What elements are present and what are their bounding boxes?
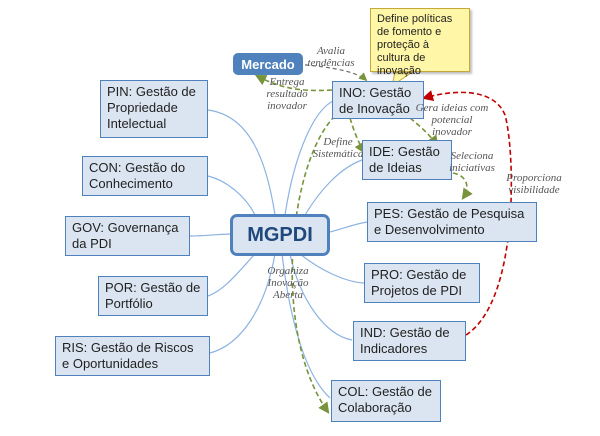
node-ino[interactable]: INO: Gestão de Inovação (332, 81, 424, 119)
arrow-organiza (291, 115, 336, 414)
branch-pes (329, 221, 368, 233)
node-ind[interactable]: IND: Gestão de Indicadores (353, 321, 466, 361)
branch-ris (209, 253, 276, 354)
policy-callout: Define políticas de fomento e proteção à… (370, 8, 470, 77)
market-label: Mercado (241, 56, 295, 72)
node-ris-label: RIS: Gestão de Riscos e Oportunidades (62, 340, 194, 371)
branch-ide (304, 159, 363, 216)
market-node[interactable]: Mercado (233, 53, 303, 75)
node-por[interactable]: POR: Gestão de Portfólio (98, 276, 208, 316)
node-ris[interactable]: RIS: Gestão de Riscos e Oportunidades (55, 336, 210, 376)
node-ide-label: IDE: Gestão de Ideias (369, 144, 440, 175)
relation-gera: Gera ideias com potencial inovador (415, 102, 489, 138)
node-gov-label: GOV: Governança da PDI (72, 220, 179, 251)
branch-ino (284, 100, 334, 216)
relation-seleciona: Seleciona iniciativas (449, 150, 495, 174)
node-col[interactable]: COL: Gestão de Colaboração (331, 380, 441, 422)
branch-pin (207, 109, 276, 216)
node-ide[interactable]: IDE: Gestão de Ideias (362, 140, 452, 180)
node-pro[interactable]: PRO: Gestão de Projetos de PDI (364, 263, 480, 303)
relation-define: Define Sistemática (312, 136, 364, 160)
relation-avalia: Avalia tendências (307, 45, 355, 69)
node-con[interactable]: CON: Gestão do Conhecimento (82, 156, 208, 196)
relation-entrega: Entrega resultado inovador (266, 76, 308, 112)
node-con-label: CON: Gestão do Conhecimento (89, 160, 186, 191)
node-ino-label: INO: Gestão de Inovação (339, 85, 412, 116)
branch-pro (299, 253, 365, 284)
arrow-entrega (255, 74, 333, 92)
branch-gov (189, 233, 233, 237)
node-col-label: COL: Gestão de Colaboração (338, 384, 432, 415)
node-por-label: POR: Gestão de Portfólio (105, 280, 201, 311)
node-pes[interactable]: PES: Gestão de Pesquisa e Desenvolviment… (367, 202, 537, 242)
relation-proporciona: Proporciona visibilidade (506, 172, 562, 196)
arrow-proporciona (421, 90, 513, 336)
node-pes-label: PES: Gestão de Pesquisa e Desenvolviment… (374, 206, 525, 237)
node-pin[interactable]: PIN: Gestão de Propriedade Intelectual (100, 80, 208, 138)
branch-ind (289, 253, 353, 341)
arrow-avalia (276, 62, 368, 82)
node-gov[interactable]: GOV: Governança da PDI (65, 216, 190, 256)
node-pin-label: PIN: Gestão de Propriedade Intelectual (107, 84, 196, 131)
node-pro-label: PRO: Gestão de Projetos de PDI (371, 267, 467, 298)
center-label: MGPDI (247, 223, 313, 246)
branch-con (207, 175, 256, 216)
relation-organiza: Organiza Inovação Aberta (267, 265, 309, 301)
policy-callout-text: Define políticas de fomento e proteção à… (377, 13, 453, 77)
node-ind-label: IND: Gestão de Indicadores (360, 325, 450, 356)
branch-por (207, 253, 256, 297)
center-node[interactable]: MGPDI (230, 214, 330, 256)
arrow-seleciona (452, 172, 473, 200)
